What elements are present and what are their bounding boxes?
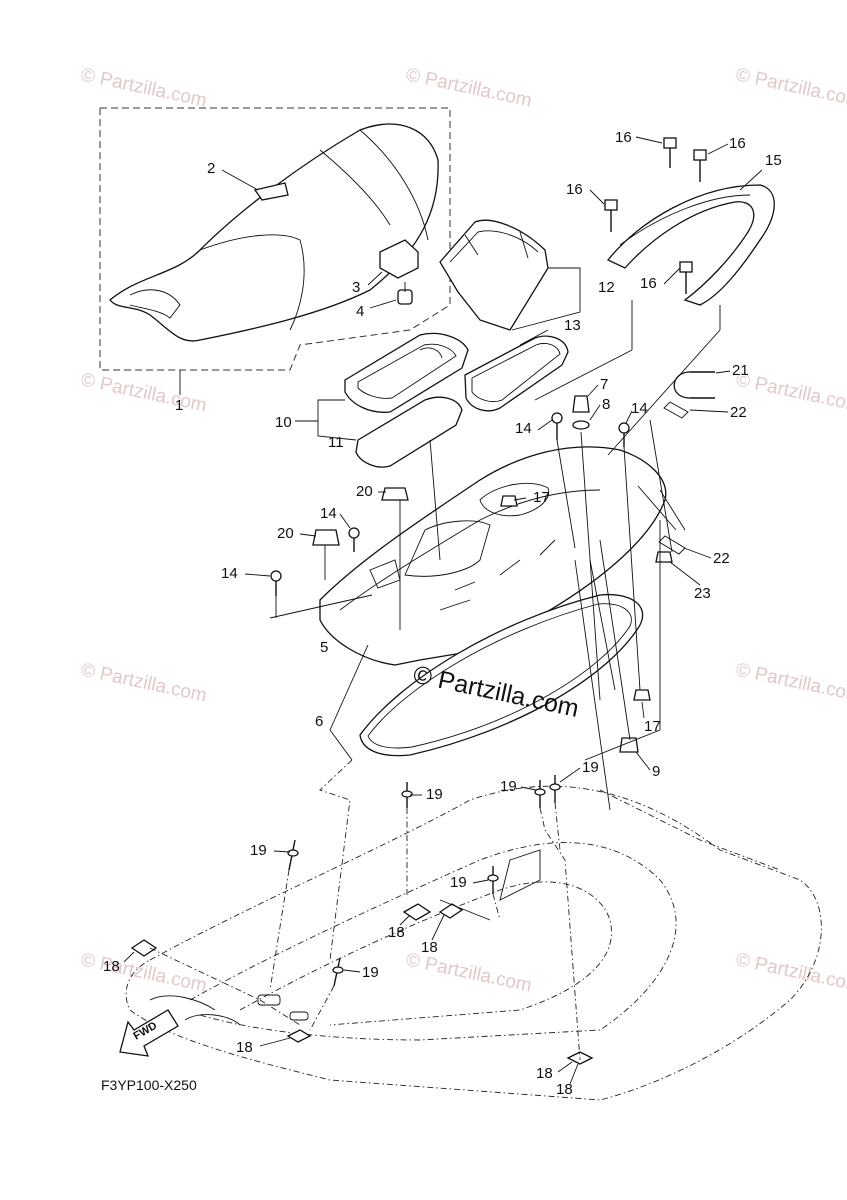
- watermark: © Partzilla.com: [79, 64, 209, 111]
- rear-handle: [606, 184, 775, 306]
- callout-19: 19: [582, 759, 599, 776]
- watermark: © Partzilla.com: [734, 659, 847, 706]
- callout-4: 4: [356, 303, 364, 320]
- callout-3: 3: [352, 279, 360, 296]
- deck-body: [319, 446, 667, 666]
- hatch-cover: [344, 332, 469, 413]
- callout-6: 6: [315, 713, 323, 730]
- callout-19: 19: [426, 786, 443, 803]
- callout-22: 22: [730, 404, 747, 421]
- callout-18: 18: [421, 939, 438, 956]
- fwd-arrow-icon: FWD: [119, 1009, 179, 1057]
- hull-outline: [125, 785, 822, 1101]
- callout-9: 9: [652, 763, 660, 780]
- callout-8: 8: [602, 396, 610, 413]
- callout-20: 20: [356, 483, 373, 500]
- gasket-6: [359, 593, 644, 757]
- watermark: © Partzilla.com: [79, 369, 209, 416]
- callout-21: 21: [732, 362, 749, 379]
- callout-22: 22: [713, 550, 730, 567]
- callout-17: 17: [644, 718, 661, 735]
- watermark: © Partzilla.com: [734, 369, 847, 416]
- watermark: © Partzilla.com: [79, 659, 209, 706]
- gasket-11: [355, 396, 463, 468]
- callout-19: 19: [362, 964, 379, 981]
- storage-bin: [439, 219, 549, 331]
- callout-14: 14: [515, 420, 532, 437]
- callout-16: 16: [729, 135, 746, 152]
- callout-17: 17: [533, 489, 550, 506]
- callout-19: 19: [250, 842, 267, 859]
- seat-assembly: [99, 107, 451, 371]
- callout-12: 12: [598, 279, 615, 296]
- callout-19: 19: [450, 874, 467, 891]
- callout-2: 2: [207, 160, 215, 177]
- callout-18: 18: [236, 1039, 253, 1056]
- callout-14: 14: [221, 565, 238, 582]
- assembly-lines: [149, 267, 721, 1061]
- callout-14: 14: [320, 505, 337, 522]
- callout-1: 1: [175, 397, 183, 414]
- callout-18: 18: [388, 924, 405, 941]
- fasteners: [130, 137, 715, 1065]
- callout-leaders: [123, 136, 763, 1085]
- callout-15: 15: [765, 152, 782, 169]
- callout-18: 18: [536, 1065, 553, 1082]
- callout-19: 19: [500, 778, 517, 795]
- watermark: © Partzilla.com: [734, 949, 847, 996]
- gasket-13: [464, 335, 569, 412]
- callout-14: 14: [631, 400, 648, 417]
- callout-20: 20: [277, 525, 294, 542]
- callout-7: 7: [600, 376, 608, 393]
- callout-23: 23: [694, 585, 711, 602]
- callout-labels: 1 2 3 4 5 6 7 8 9 10 11 12 13 14 14 14 1…: [103, 129, 782, 1098]
- callout-5: 5: [320, 639, 328, 656]
- watermark: © Partzilla.com: [734, 64, 847, 111]
- watermark: © Partzilla.com: [404, 949, 534, 996]
- drawing-code: F3YP100-X250: [101, 1077, 197, 1093]
- callout-16: 16: [566, 181, 583, 198]
- callout-10: 10: [275, 414, 292, 431]
- callout-13: 13: [564, 317, 581, 334]
- watermark: © Partzilla.com: [404, 64, 534, 111]
- callout-11: 11: [328, 434, 344, 451]
- callout-18: 18: [103, 958, 120, 975]
- callout-18: 18: [556, 1081, 573, 1098]
- callout-16: 16: [615, 129, 632, 146]
- callout-16: 16: [640, 275, 657, 292]
